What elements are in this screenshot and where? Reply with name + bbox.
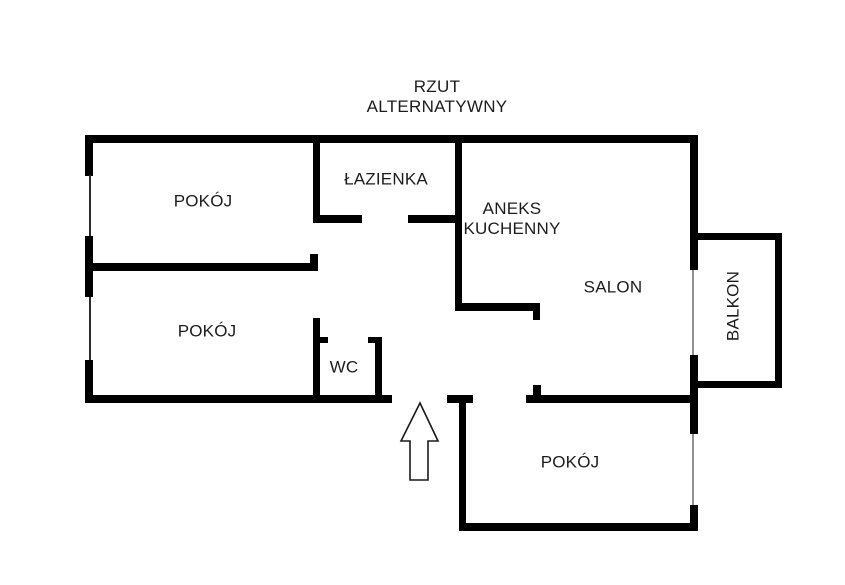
wall-bottom-left-section: [85, 395, 392, 403]
wall-balcony-bottom: [698, 381, 782, 388]
wall-exterior-left-upper: [85, 143, 93, 176]
wall-exterior-top: [85, 135, 698, 143]
wall-bottom-right-section: [526, 395, 698, 403]
wall-bedroom3-bottom: [459, 523, 698, 531]
room-label-aneks-line1: ANEKS: [482, 198, 542, 218]
wall-exterior-left-lower: [85, 360, 93, 403]
room-label-aneks-line2: KUCHENNY: [463, 219, 561, 238]
wall-kitchen-bottom: [455, 303, 540, 311]
room-label-aneks-kuchenny: ANEKS KUCHENNY: [463, 199, 560, 239]
room-label-pokoj-top-left: POKÓJ: [173, 191, 233, 211]
wall-exterior-right-lower: [690, 505, 698, 531]
wall-kitchen-end-tick: [533, 311, 540, 320]
room-label-lazienka: ŁAZIENKA: [344, 169, 428, 189]
wall-exterior-right-mid: [690, 355, 698, 434]
room-label-salon: SALON: [583, 277, 643, 297]
wall-wc-left-tick: [320, 337, 328, 343]
wall-exterior-right-upper: [690, 143, 698, 270]
wall-balcony-top: [698, 233, 782, 240]
window-line-left-top: [89, 175, 91, 237]
wall-bathroom-left: [313, 143, 320, 223]
wall-exterior-left-mid: [85, 236, 93, 297]
wall-kitchen-divider: [455, 143, 462, 311]
plan-title-line1: RZUT: [413, 77, 461, 96]
wall-wc-right-tick: [368, 337, 382, 343]
room-label-pokoj-bottom: POKÓJ: [540, 452, 600, 472]
plan-title-line2: ALTERNATYWNY: [366, 97, 508, 116]
wall-tick-left-rooms: [310, 254, 318, 263]
window-line-right-bottom: [692, 434, 694, 505]
wall-between-left-rooms: [93, 263, 318, 271]
wall-balcony-right: [775, 233, 782, 388]
room-label-wc: WC: [329, 357, 359, 377]
room-label-pokoj-mid-left: POKÓJ: [177, 321, 237, 341]
wall-bedroom3-top-stub: [447, 395, 473, 403]
room-label-balkon: BALKON: [723, 270, 743, 342]
wall-door-tick-salon: [533, 385, 541, 395]
wall-wc-left: [313, 318, 320, 403]
balcony-door-line: [692, 270, 694, 355]
wall-bathroom-bottom-left: [313, 215, 362, 223]
wall-bathroom-bottom-right: [408, 215, 455, 223]
entrance-up-arrow-icon: [399, 401, 440, 481]
wall-wc-right: [375, 337, 382, 403]
wall-bedroom3-left: [459, 403, 466, 531]
window-line-left-bottom: [89, 297, 91, 361]
